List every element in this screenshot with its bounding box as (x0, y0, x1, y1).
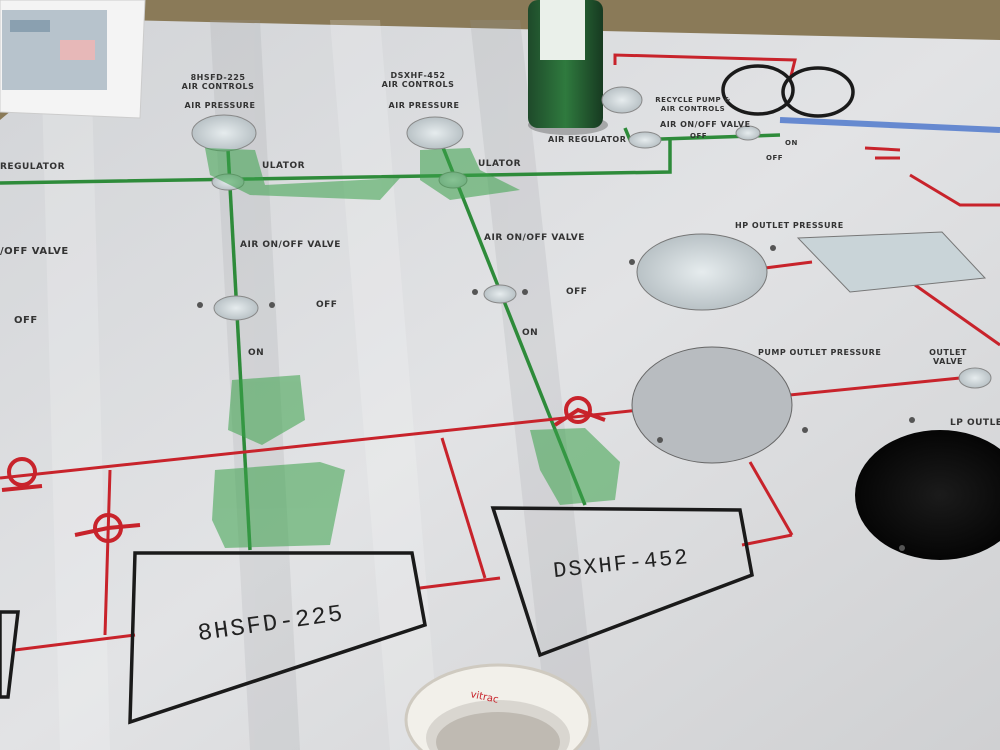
regulator-mid: ULATOR (478, 159, 521, 169)
valve-left: AIR ON/OFF VALVE (240, 240, 341, 250)
off-right: OFF (690, 132, 707, 140)
paper-document (0, 0, 146, 119)
pump-outlines (0, 64, 855, 725)
valve-far-left: /OFF VALVE (0, 246, 69, 257)
on-right: ON (785, 139, 798, 147)
on-left: ON (248, 348, 264, 358)
pump-outlet-label: PUMP OUTLET PRESSURE (758, 348, 881, 357)
air-pressure-left: AIR PRESSURE (185, 101, 256, 110)
on-mid: ON (522, 328, 538, 338)
off-far-left: OFF (14, 315, 38, 326)
header-right-line2: AIR CONTROLS (661, 105, 725, 113)
hp-outlet-label: HP OUTLET PRESSURE (735, 221, 844, 230)
outlet-valve-line1: OUTLET (929, 348, 967, 357)
header-left-line2: AIR CONTROLS (182, 82, 255, 91)
green-bottle (528, 0, 608, 135)
lp-outlet-label: LP OUTLE (950, 418, 1000, 428)
on-right-2: OFF (766, 154, 783, 162)
tape-roll: vitrac (404, 663, 592, 750)
air-pressure-mid: AIR PRESSURE (389, 101, 460, 110)
outlet-valve-line2: VALVE (933, 357, 963, 366)
blue-pipework (779, 117, 1000, 133)
off-left: OFF (316, 300, 337, 310)
header-mid-line1: DSXHF-452 (390, 71, 445, 80)
green-tape-patches (205, 148, 620, 548)
header-mid-line2: AIR CONTROLS (382, 80, 455, 89)
valve-right: AIR ON/OFF VALVE (660, 120, 751, 129)
air-regulator-right: AIR REGULATOR (548, 135, 626, 144)
header-right-line1: RECYCLE PUMP & (655, 96, 730, 104)
valve-mid: AIR ON/OFF VALVE (484, 233, 585, 243)
off-mid: OFF (566, 287, 587, 297)
header-left-line1: 8HSFD-225 (191, 73, 246, 82)
regulator-far-left: REGULATOR (0, 162, 65, 172)
regulator-left: ULATOR (262, 161, 305, 171)
screw-holes (197, 245, 915, 551)
check-valve-icon (1, 396, 606, 543)
